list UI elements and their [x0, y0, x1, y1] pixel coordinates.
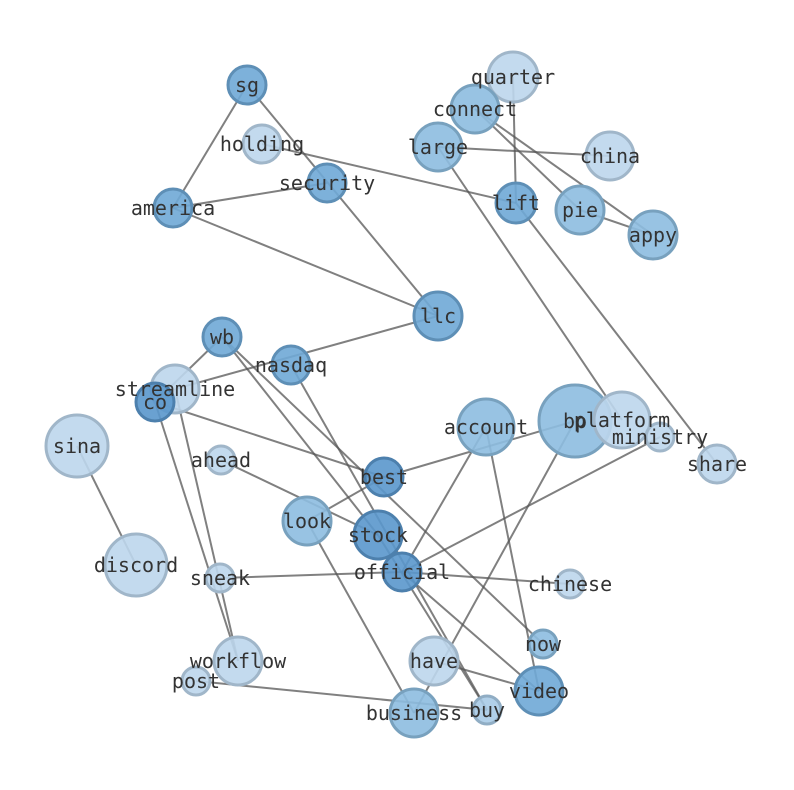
label-layer: quarter connect sg holding large china securit…	[53, 65, 747, 725]
node-label-sina: sina	[53, 434, 101, 458]
node-layer	[44, 50, 738, 739]
node-label-america: america	[131, 196, 215, 220]
node-post[interactable]	[180, 665, 212, 697]
node-label-ahead: ahead	[191, 448, 251, 472]
node-co[interactable]	[134, 381, 176, 423]
node-label-official: official	[354, 560, 450, 584]
edge-america-security	[172, 182, 328, 209]
node-ahead[interactable]	[205, 444, 237, 476]
node-platform[interactable]	[592, 390, 652, 450]
node-label-account: account	[444, 415, 528, 439]
node-label-stock: stock	[348, 523, 408, 547]
node-chinese[interactable]	[554, 568, 586, 600]
node-large[interactable]	[412, 121, 464, 173]
edge-ministry-official	[401, 436, 661, 573]
edge-sg-llc	[246, 84, 439, 317]
node-label-video: video	[509, 679, 569, 703]
edge-wb-stock	[221, 336, 379, 536]
node-workflow[interactable]	[212, 635, 264, 687]
node-appy[interactable]	[627, 209, 679, 261]
node-business[interactable]	[388, 687, 440, 739]
edge-post-buy	[195, 680, 488, 711]
node-label-bp: bp	[563, 409, 587, 433]
node-label-sg: sg	[235, 73, 259, 97]
edge-lift-share	[515, 202, 718, 465]
node-discord[interactable]	[103, 532, 169, 598]
node-look[interactable]	[281, 495, 333, 547]
node-wb[interactable]	[201, 316, 243, 358]
edge-large-china	[437, 146, 611, 157]
node-label-wb: wb	[210, 325, 234, 349]
node-ministry[interactable]	[644, 421, 676, 453]
edge-america-llc	[172, 207, 439, 317]
node-account[interactable]	[456, 397, 516, 457]
node-official[interactable]	[381, 551, 423, 593]
node-lift[interactable]	[494, 181, 538, 225]
node-label-best: best	[360, 465, 408, 489]
node-label-appy: appy	[629, 223, 677, 247]
node-label-quarter: quarter	[471, 65, 555, 89]
node-label-streamline: streamline	[115, 377, 235, 401]
edge-holding-lift	[261, 143, 517, 204]
node-security[interactable]	[306, 162, 348, 204]
node-label-connect: connect	[433, 97, 517, 121]
node-label-share: share	[687, 452, 747, 476]
node-label-china: china	[580, 144, 640, 168]
edge-sg-america	[172, 84, 248, 209]
node-pie[interactable]	[554, 184, 606, 236]
node-sina[interactable]	[44, 413, 110, 479]
node-now[interactable]	[527, 628, 559, 660]
node-label-look: look	[283, 509, 331, 533]
node-sneak[interactable]	[204, 562, 236, 594]
node-quarter[interactable]	[486, 50, 540, 104]
node-label-discord: discord	[94, 553, 178, 577]
node-llc[interactable]	[412, 290, 464, 342]
node-best[interactable]	[363, 456, 405, 498]
node-connect[interactable]	[449, 83, 501, 135]
node-label-nasdaq: nasdaq	[255, 353, 327, 377]
node-label-large: large	[408, 135, 468, 159]
edge-look-business	[306, 520, 415, 714]
edge-connect-appy	[474, 108, 654, 236]
node-have[interactable]	[408, 635, 460, 687]
node-stock[interactable]	[352, 509, 404, 561]
node-label-pie: pie	[562, 198, 598, 222]
edge-streamline-workflow	[174, 388, 239, 662]
node-china[interactable]	[584, 130, 636, 182]
edge-co-workflow	[154, 401, 239, 662]
node-label-lift: lift	[492, 191, 540, 215]
node-america[interactable]	[152, 187, 194, 229]
node-label-business: business	[366, 701, 462, 725]
edge-large-platform	[437, 146, 623, 421]
node-label-workflow: workflow	[190, 649, 287, 673]
edge-official-video	[401, 571, 540, 692]
node-label-ministry: ministry	[612, 425, 708, 449]
node-share[interactable]	[696, 443, 738, 485]
node-sg[interactable]	[226, 64, 268, 106]
node-label-llc: llc	[420, 304, 456, 328]
node-label-sneak: sneak	[190, 566, 250, 590]
node-holding[interactable]	[241, 123, 283, 165]
node-label-co: co	[143, 390, 167, 414]
node-buy[interactable]	[471, 694, 503, 726]
node-label-buy: buy	[469, 698, 505, 722]
node-label-security: security	[279, 171, 375, 195]
edge-official-chinese	[401, 571, 571, 585]
node-video[interactable]	[513, 665, 565, 717]
node-label-platform: platform	[574, 408, 670, 432]
edge-co-best	[154, 401, 385, 478]
node-label-chinese: chinese	[528, 572, 612, 596]
node-nasdaq[interactable]	[270, 344, 312, 386]
edge-official-sneak	[219, 571, 403, 579]
node-label-holding: holding	[220, 132, 304, 156]
node-label-now: now	[525, 632, 562, 656]
node-label-have: have	[410, 649, 458, 673]
node-label-post: post	[172, 669, 220, 693]
